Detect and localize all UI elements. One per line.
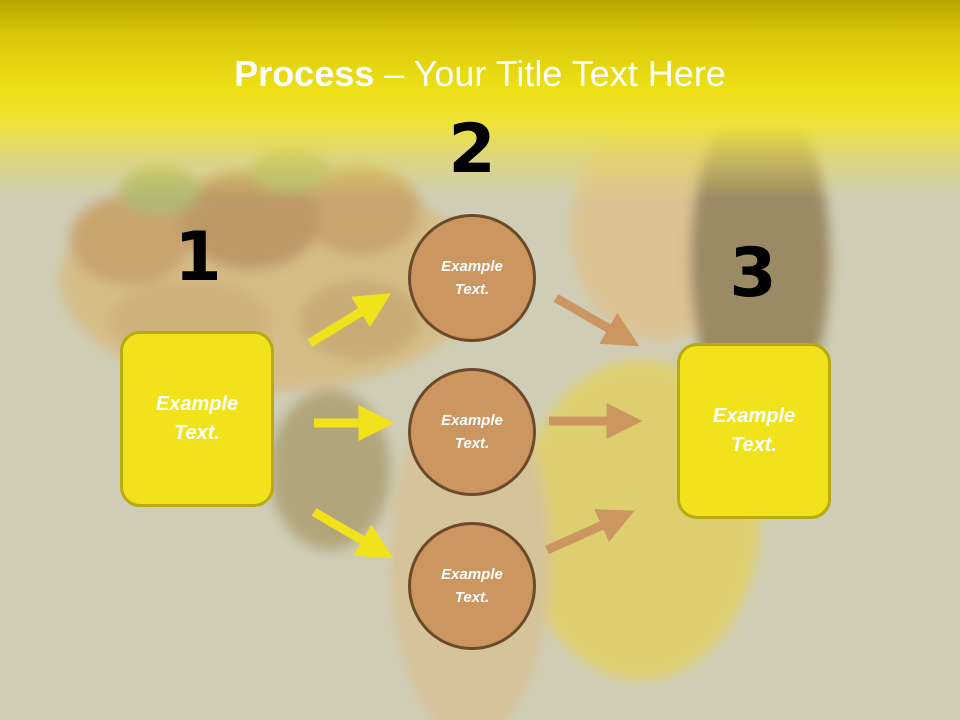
left-box-text: Example Text. [155, 393, 239, 444]
step-number-1: 1 [174, 218, 222, 297]
title-bold-part: Process [234, 53, 375, 94]
circle-3[interactable]: Example Text. [408, 522, 536, 650]
right-box-text: Example Text. [712, 405, 796, 456]
circle-2[interactable]: Example Text. [408, 368, 536, 496]
slide-title: Process – Your Title Text Here [0, 52, 960, 96]
step-number-2: 2 [448, 110, 496, 189]
circle-2-text: Example Text. [441, 412, 503, 452]
circle-1-text: Example Text. [441, 258, 503, 298]
step-number-3: 3 [729, 234, 777, 313]
right-box[interactable]: Example Text. [677, 343, 831, 519]
title-band [0, 0, 960, 200]
circle-3-text: Example Text. [441, 566, 503, 606]
left-box[interactable]: Example Text. [120, 331, 274, 507]
circle-1[interactable]: Example Text. [408, 214, 536, 342]
title-rest-part: – Your Title Text Here [374, 53, 726, 94]
